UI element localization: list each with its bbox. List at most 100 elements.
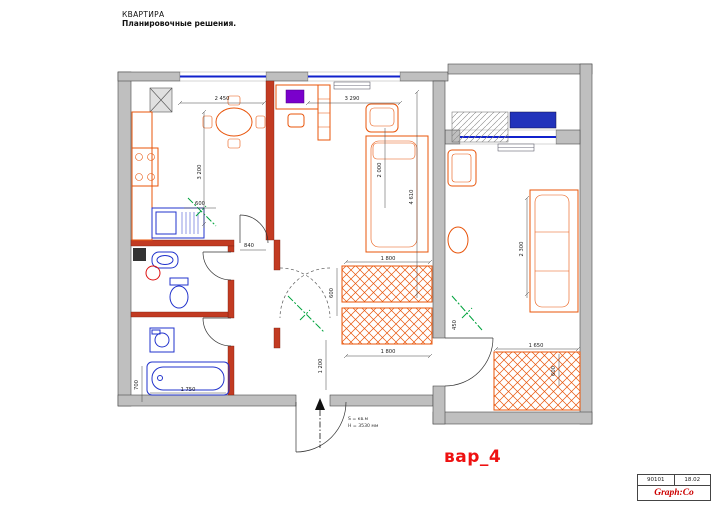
bedroom-door-swing [444,337,494,387]
toilet-tank [169,277,189,286]
dim-label: 2 450 [215,96,230,102]
wc-door-swing [202,251,232,281]
bathroom-fixtures [133,248,230,396]
doors [202,214,494,453]
entrance-note-area: S = кв.м [348,416,369,422]
dimension-lines [141,89,581,402]
axis-mark-hall-tick [299,309,311,321]
bedroom-sofa-seat [534,194,570,308]
title-block: 90101 18.02 Graph:Co [637,474,711,501]
dining-table [215,107,253,137]
washbasin-bowl [156,255,174,265]
window-pier-right [555,129,581,145]
kitchen-sink-bowl [155,211,177,235]
bedroom-sofa-cushion-lines [535,231,569,272]
sheet-subtitle: Планировочные решения. [122,19,237,28]
wall-hall-stub-bottom [273,327,281,349]
balcony-glazing-block [509,111,557,129]
shelf-lines [318,98,330,128]
dish-rack-lines [181,212,199,234]
entrance-marker: S = кв.м H = 3530 мм [315,398,379,448]
wall-living-bedroom-stub [432,385,446,425]
dim-label: 600 [195,201,205,207]
axis-mark-kitchen-tick [195,205,207,217]
title-block-brand: Graph:Co [654,488,694,498]
dim-label: 4 610 [409,190,415,205]
partitions [130,80,281,396]
dim-label: 2 000 [377,163,383,178]
dim-line [177,100,267,106]
vent-shaft-cross [149,87,173,113]
wall-top-a [117,71,181,82]
stove-burner [135,153,143,161]
dim-line [305,100,403,106]
dim-label: 1 200 [318,359,324,374]
dim-label: 3 290 [345,96,360,102]
axis-mark-hall [287,295,325,333]
dim-label: 1 800 [381,349,396,355]
entrance-note-height: H = 3530 мм [348,423,379,429]
sofa-bed [365,135,429,253]
bath-door-swing [202,317,232,347]
boiler [145,265,161,281]
dim-label: 840 [244,243,254,249]
dim-line [343,259,433,265]
stove [131,147,159,187]
living-folding-door-swing-1 [279,267,331,319]
axis-mark-kitchen [187,197,217,227]
entrance-arrow-icon [315,398,325,410]
washbasin [151,251,179,269]
bedroom-furniture [447,149,579,313]
dim-label: 1 650 [529,343,544,349]
workplace-furniture [275,84,331,141]
wall-kitchen-living [265,80,275,241]
dim-label: 1 750 [181,387,196,393]
wall-bottom-bedroom [432,411,593,425]
wall-hall-stub-top [273,239,281,271]
bedroom-sofa [529,189,579,313]
axis-mark-bedroom [451,295,483,331]
dim-label: 450 [452,320,458,330]
wall-bath-hall-1 [227,245,235,253]
kitchen-door-swing [239,214,269,244]
computer-monitor [285,89,305,104]
washing-machine-panel [151,329,161,335]
bedroom-chair [447,149,477,187]
bathtub-drain [157,375,163,381]
stove-burner [147,153,155,161]
dim-line [201,109,207,228]
wall-bottom-mid [329,394,434,407]
dim-label: 600 [329,288,335,298]
sofa-bed-pillow [372,142,416,160]
wardrobe-hall-bottom [341,307,433,345]
chair [202,115,213,129]
stove-burner [135,173,143,181]
sheet-title: КВАРТИРА [122,10,165,19]
armchair-seat [369,107,395,127]
wall-kitchen-bath [130,239,235,247]
wall-bottom-left [117,394,297,407]
shelf-unit [317,84,331,141]
toilet-bowl [169,285,189,309]
dim-line [414,89,420,298]
chair [227,138,241,149]
dimension-labels: 2 450 3 290 3 200 600 840 2 000 4 610 1 … [134,96,557,393]
wall-top-b [265,71,309,82]
bathtub [146,361,230,396]
living-furniture [365,103,429,253]
radiators [333,81,535,152]
dim-label: 600 [551,366,557,376]
bedroom-chair-seat [451,153,472,183]
dim-label: 3 200 [197,165,203,180]
wall-top-c [399,71,449,82]
stove-burner [147,173,155,181]
balcony [451,111,557,143]
axis-mark-bedroom-tick [461,307,473,319]
axis-marks [187,197,483,333]
title-block-date: 18.02 [684,477,701,483]
wall-wc-bath [130,311,229,318]
wall-right [579,63,593,425]
chair [227,95,241,106]
